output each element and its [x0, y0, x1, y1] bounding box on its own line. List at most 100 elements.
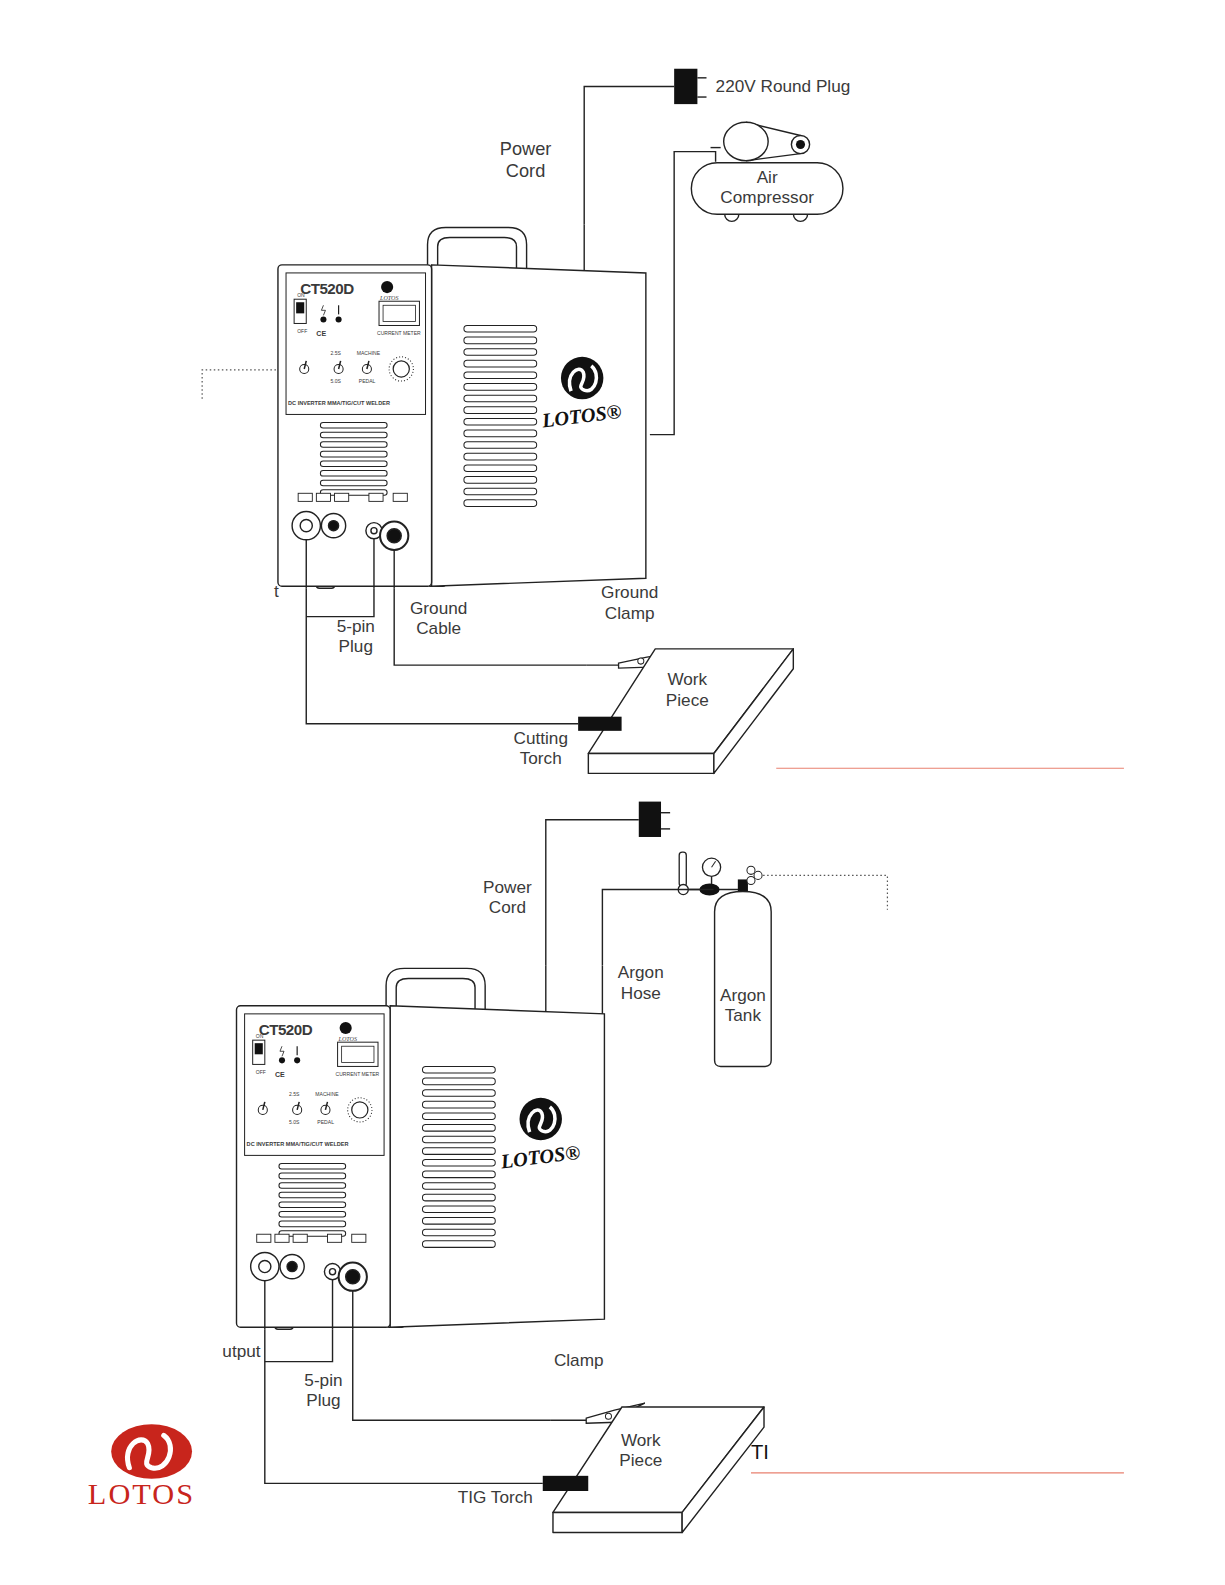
cable-stub [393, 550, 394, 588]
panel-caption: DC INVERTER MMA/TIG/CUT WELDER [247, 1141, 349, 1148]
toggle-lever [263, 1102, 265, 1110]
plug-pin [697, 96, 706, 97]
side-vent [464, 360, 537, 367]
plug-pin [661, 828, 670, 829]
compressor-pulley [791, 135, 809, 153]
compressor-tank [691, 163, 843, 215]
socket-symbol [298, 493, 312, 501]
plug-label: 5-pin Plug [295, 1371, 352, 1411]
cable-stub [264, 1281, 265, 1330]
socket-symbol [335, 493, 349, 501]
side-vent [464, 465, 537, 472]
compressor-motor [724, 122, 768, 160]
slab-front [553, 1512, 682, 1532]
indicator-led [294, 1057, 300, 1063]
toggle-lever [304, 361, 306, 369]
side-vent [464, 325, 537, 332]
valve-knob [747, 876, 755, 884]
side-vent [464, 395, 537, 402]
torch-label: TIG Torch [445, 1488, 546, 1508]
side-vent [422, 1229, 495, 1236]
cable-label: Power Cord [495, 137, 556, 181]
gas-cylinder [715, 892, 772, 1067]
power-switch [253, 1040, 265, 1064]
current-knob [352, 1102, 368, 1118]
meter-label: CURRENT METER [336, 1070, 380, 1076]
valve-knob [747, 866, 755, 874]
side-vent [422, 1159, 495, 1166]
side-vent [464, 418, 537, 425]
meter-window [342, 1046, 374, 1062]
socket-symbol [393, 493, 407, 501]
panel-brand: LOTOS [380, 295, 398, 302]
side-vent [422, 1078, 495, 1085]
leader-line [763, 875, 887, 909]
side-logo [561, 357, 603, 399]
cable-stub [545, 965, 546, 1011]
truncated-title: TI [751, 1439, 769, 1463]
socket-symbol [316, 493, 330, 501]
toggle-lever [339, 361, 341, 369]
clamp-spring [605, 1413, 611, 1419]
work-piece: Work Piece [551, 1405, 766, 1534]
tank-valve [738, 879, 748, 891]
toggle-label: MACHINE [357, 350, 380, 356]
model-name: CT520D [300, 280, 353, 298]
power-symbol [321, 305, 325, 315]
argon-tank: Argon Tank [714, 890, 773, 1068]
meter-window [383, 305, 415, 321]
slab-front [588, 753, 714, 773]
machine-side [432, 265, 646, 586]
toggle-lever [367, 361, 369, 369]
side-logo-swirl [528, 1107, 555, 1132]
socket-symbol [293, 1234, 307, 1242]
logo-swirl [127, 1435, 170, 1468]
pressure-gauge [702, 858, 720, 876]
brand-name: LOTOS [66, 1477, 218, 1511]
cord-label: Power Cord [477, 877, 538, 917]
switch-rocker [255, 1043, 263, 1054]
workpiece-label: Work Piece [657, 670, 718, 710]
plug-pin [697, 77, 706, 78]
slab-side [714, 649, 793, 774]
flowmeter-tube [679, 852, 686, 886]
side-vent [464, 442, 537, 449]
gas-socket [321, 514, 345, 538]
side-vent [422, 1148, 495, 1155]
pulley-hub [796, 140, 805, 149]
front-vent [320, 442, 387, 448]
power-switch [294, 299, 306, 323]
machine-side [390, 1006, 604, 1327]
cable-connector [306, 588, 578, 723]
truncated-label: t [274, 582, 279, 602]
output-socket [292, 511, 320, 539]
side-logo [520, 1098, 562, 1140]
socket-symbol [257, 1234, 271, 1242]
current-meter [379, 301, 419, 325]
side-vent [422, 1183, 495, 1190]
side-vent [464, 430, 537, 437]
power-plug [639, 802, 661, 837]
cable-stub [306, 540, 307, 589]
ce-mark: CE [316, 330, 326, 338]
indicator-led [336, 316, 342, 322]
welder-machine: CT520DLOTOSONOFFCECURRENT METER2.5S5.0SM… [276, 224, 650, 588]
valve-knob [754, 871, 762, 879]
panel-logo [381, 281, 393, 293]
truncated-label: utput [222, 1341, 260, 1361]
ground-socket-core [387, 529, 401, 543]
switch-rocker [296, 302, 304, 313]
five-pin-core [329, 1269, 335, 1275]
ground-socket [380, 522, 408, 550]
switch-label: ON [297, 292, 305, 298]
five-pin-cable [306, 588, 374, 616]
socket-symbol [352, 1234, 366, 1242]
front-vent [320, 461, 387, 467]
power-symbol [280, 1046, 284, 1056]
side-logo-swirl [570, 366, 597, 391]
slab-side [682, 1407, 764, 1533]
front-vent [320, 423, 387, 429]
front-vent [279, 1221, 346, 1227]
output-socket-core [259, 1261, 271, 1273]
